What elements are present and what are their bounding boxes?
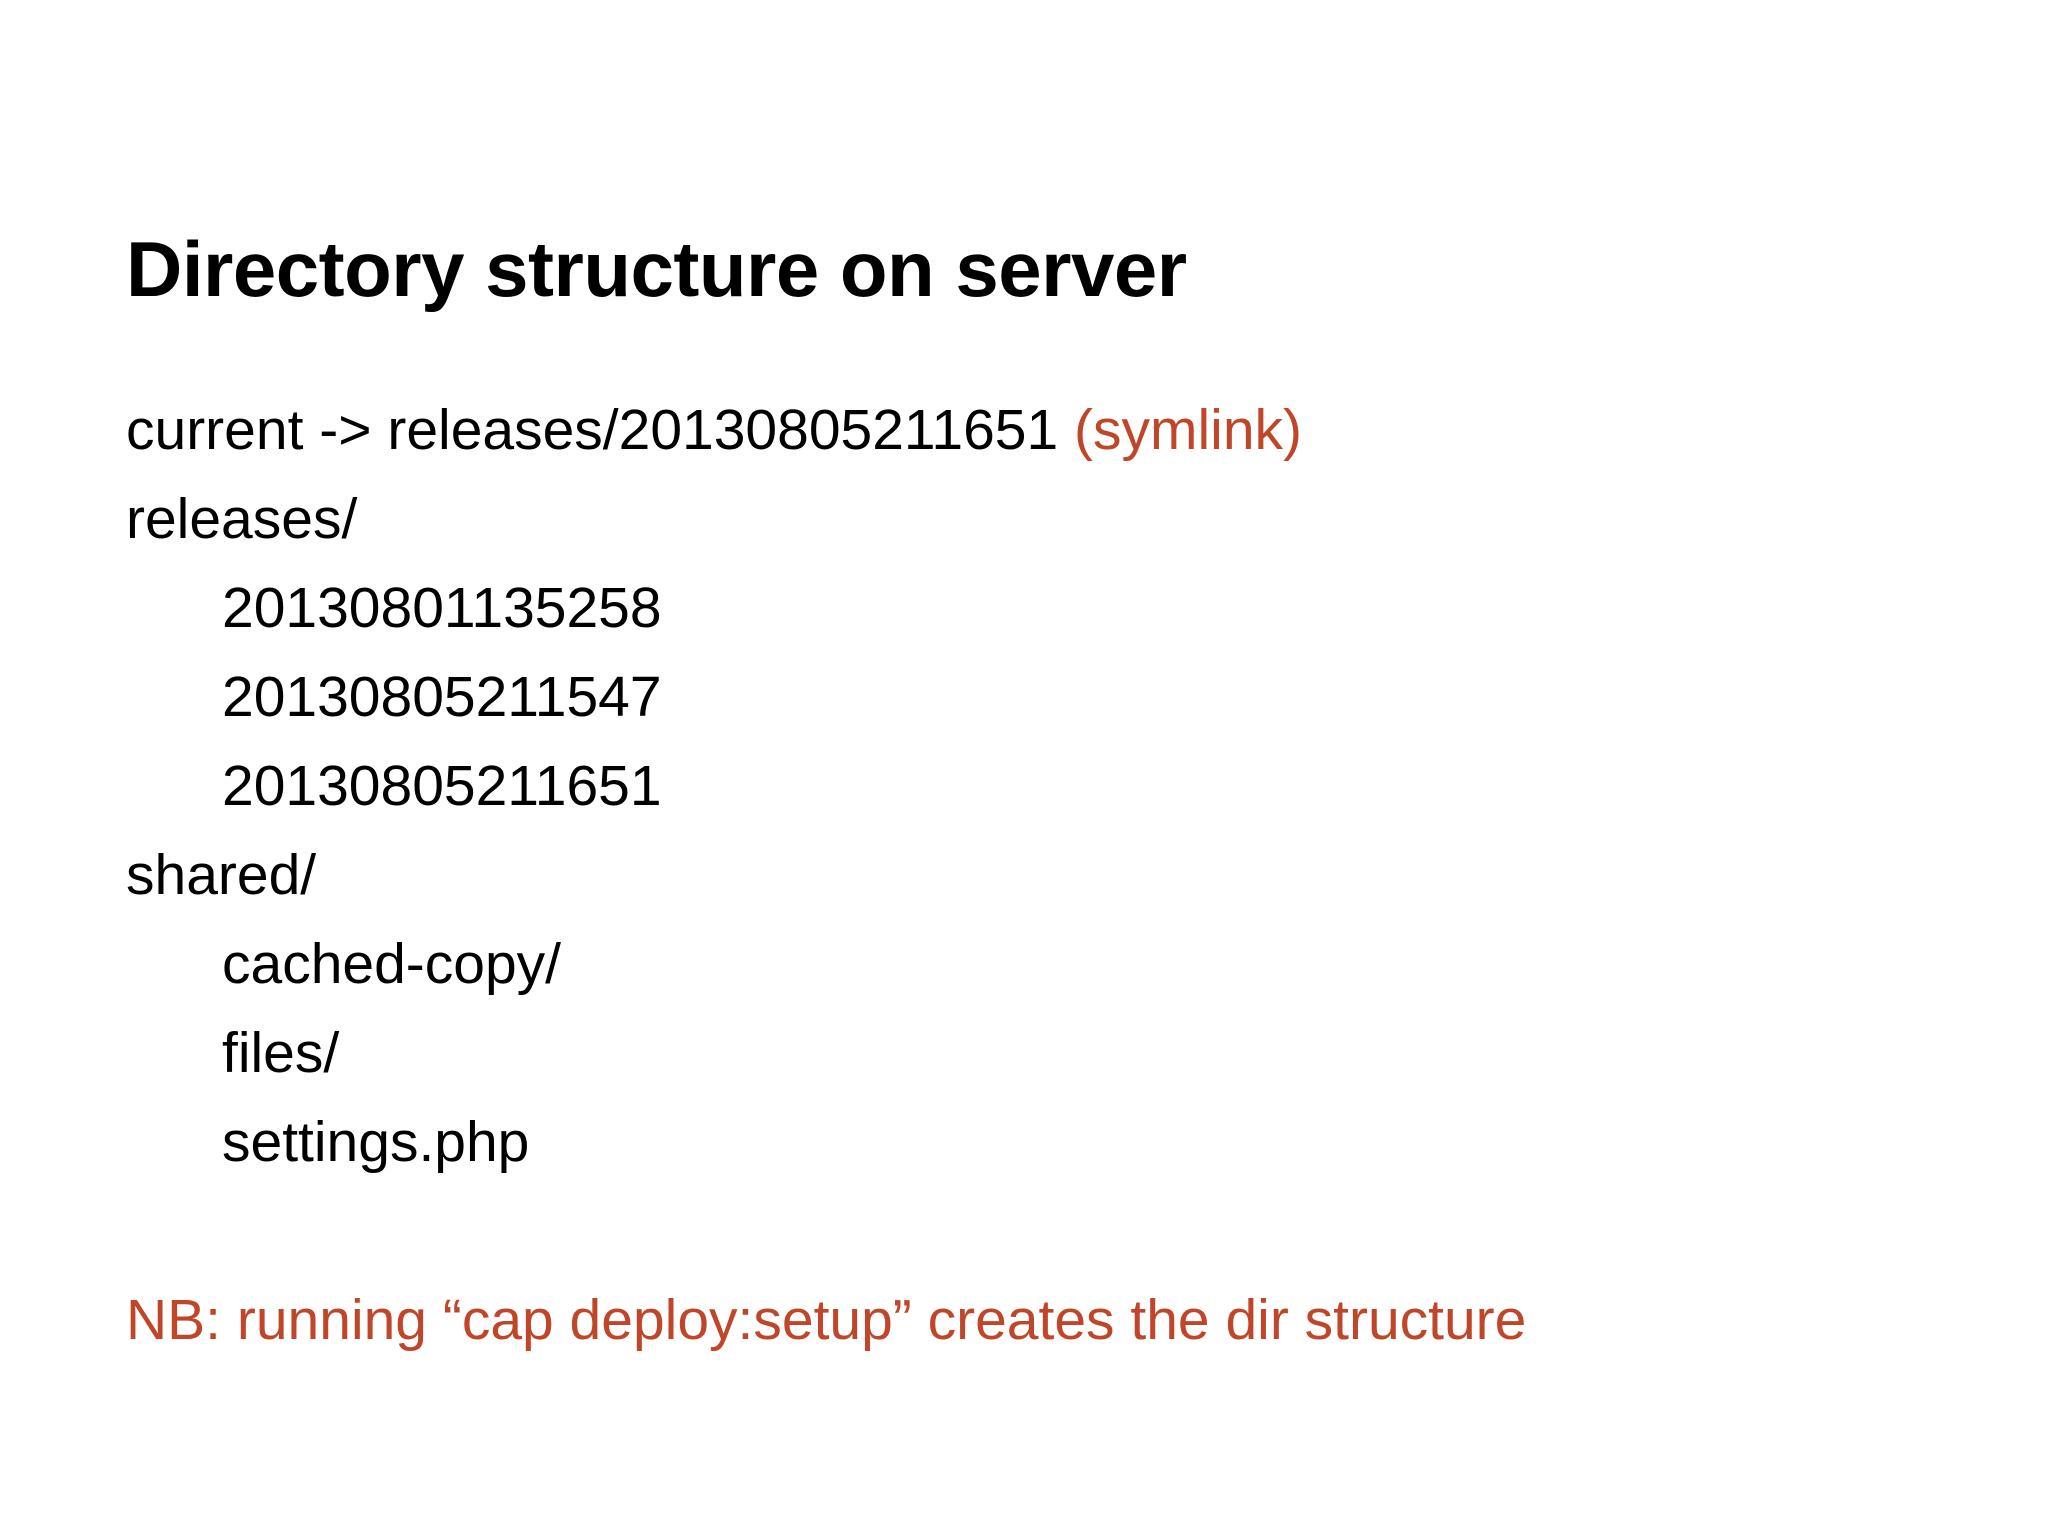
symlink-annotation: (symlink) (1074, 398, 1303, 462)
listing-line-release-20130805211547: 20130805211547 (126, 653, 1946, 742)
listing-line-shared-files: files/ (126, 1009, 1946, 1098)
note-line: NB: running “cap deploy:setup” creates t… (126, 1288, 1527, 1352)
listing-line-text: shared/ (126, 843, 317, 907)
listing-line-releases-dir: releases/ (126, 475, 1946, 564)
listing-line-text: files/ (222, 1021, 340, 1085)
page-title: Directory structure on server (126, 225, 1187, 314)
listing-line-text: 20130801135258 (222, 576, 662, 640)
listing-line-text: 20130805211651 (222, 754, 662, 818)
listing-line-shared-settings-php: settings.php (126, 1098, 1946, 1187)
listing-line-text: cached-copy/ (222, 932, 562, 996)
listing-line-text: releases/ (126, 487, 358, 551)
listing-line-shared-cached-copy: cached-copy/ (126, 920, 1946, 1009)
listing-line-release-20130805211651: 20130805211651 (126, 742, 1946, 831)
listing-line-shared-dir: shared/ (126, 831, 1946, 920)
listing-line-release-20130801135258: 20130801135258 (126, 564, 1946, 653)
listing-line-text: settings.php (222, 1110, 530, 1174)
listing-spacer (126, 1187, 1946, 1276)
listing-line-text: 20130805211547 (222, 665, 662, 729)
listing-line-text: current -> releases/20130805211651 (126, 398, 1075, 462)
directory-listing: current -> releases/20130805211651 (syml… (126, 386, 1946, 1365)
listing-line-current-symlink: current -> releases/20130805211651 (syml… (126, 386, 1946, 475)
